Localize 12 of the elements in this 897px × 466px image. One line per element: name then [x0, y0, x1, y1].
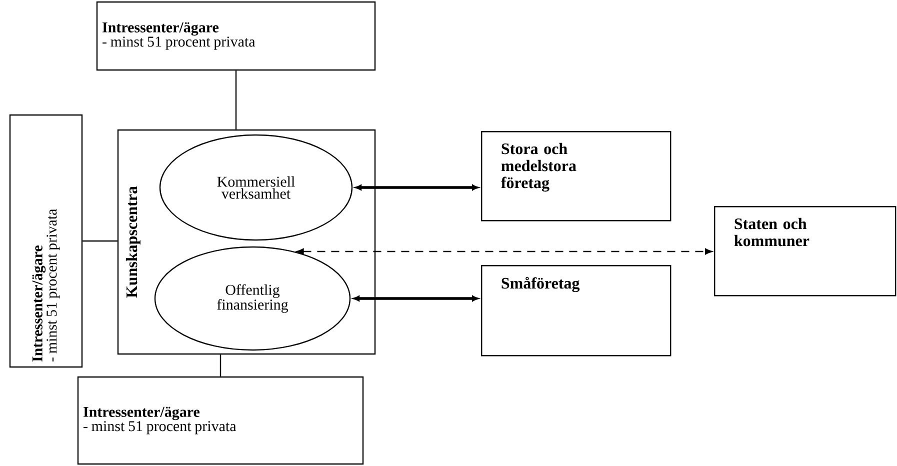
actor-box: Småföretag: [481, 265, 672, 356]
connector: [296, 248, 712, 255]
connector: [220, 354, 222, 376]
connector: [353, 296, 478, 302]
connector: [82, 240, 118, 242]
connector: [235, 70, 237, 130]
stakeholder-box: Intressenter/ägare - minst 51 procent privata: [96, 1, 376, 71]
actor-box: Stora och medelstora företag: [481, 131, 672, 222]
connector: [355, 184, 478, 190]
stakeholder-box: Intressenter/ägare - minst 51 procent privata: [9, 114, 83, 368]
actor-box: Staten och kommuner: [714, 206, 896, 296]
stakeholder-box: Intressenter/ägare - minst 51 procent privata: [77, 376, 364, 465]
